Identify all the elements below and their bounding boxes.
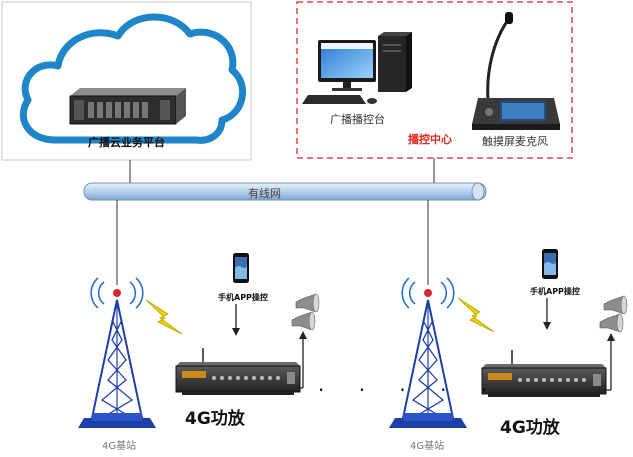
console-label: 广播播控台 xyxy=(330,113,385,126)
network-label: 有线网 xyxy=(248,187,281,200)
speaker-icon xyxy=(291,293,320,331)
control-center-label: 播控中心 xyxy=(408,133,452,146)
cloud-platform-label: 广播云业务平台 xyxy=(88,136,165,149)
touch-mic-label: 触摸屏麦克风 xyxy=(482,135,548,148)
touch-microphone-icon xyxy=(472,12,560,130)
site2-amp-label: 4G功放 xyxy=(500,418,560,438)
lightning-icon xyxy=(145,299,183,335)
site2-app-label: 手机APP操控 xyxy=(530,287,580,296)
site1-amp-label: 4G功放 xyxy=(185,409,245,429)
lightning-icon xyxy=(457,297,495,333)
cloud-platform-panel xyxy=(1,1,252,161)
network-pipe xyxy=(83,182,487,201)
site1-app-label: 手机APP操控 xyxy=(218,293,268,302)
speaker-icon xyxy=(599,295,628,333)
tower-icon xyxy=(78,277,156,428)
server-icon xyxy=(69,88,186,125)
tower-icon xyxy=(389,277,467,428)
site1-station-label: 4G基站 xyxy=(102,441,137,452)
control-center-panel xyxy=(296,1,573,159)
desktop-computer-icon xyxy=(302,32,412,104)
smartphone-icon xyxy=(233,253,249,283)
amplifier-icon xyxy=(481,350,607,397)
continuation-dots: · · · · · xyxy=(318,378,502,402)
site2-station-label: 4G基站 xyxy=(410,441,445,452)
smartphone-icon xyxy=(542,249,558,279)
amplifier-icon xyxy=(175,348,301,395)
